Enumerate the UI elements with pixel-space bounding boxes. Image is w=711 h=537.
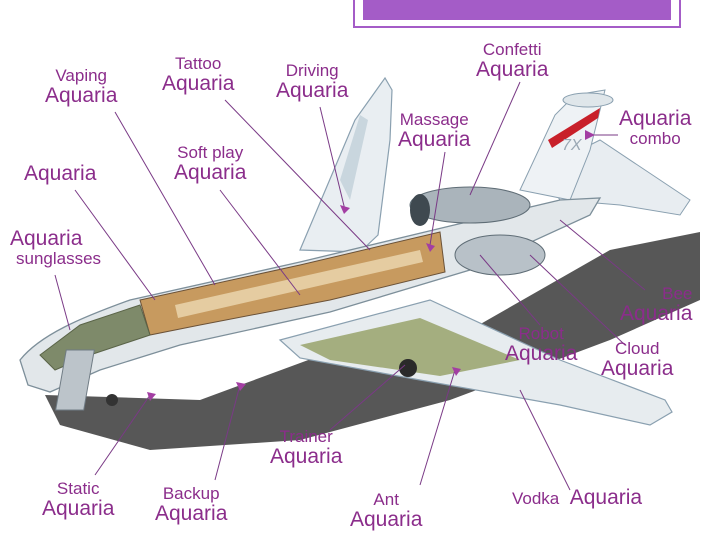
callout-ant-big: Aquaria — [350, 507, 423, 531]
callout-cloud-small: Cloud — [614, 339, 660, 358]
callout-confetti-small: Confetti — [482, 40, 542, 59]
callout-sunglasses-small: sunglasses — [16, 249, 102, 269]
lower-wing-fuel-cells — [300, 318, 520, 376]
leader-confetti — [469, 81, 521, 196]
callout-combo: Aquaria combo — [619, 107, 692, 149]
arrow-static — [147, 392, 156, 401]
leader-lines — [54, 81, 646, 491]
callout-trainer-small: Trainer — [279, 427, 333, 446]
callout-tattoo: Tattoo Aquaria — [162, 55, 234, 95]
callout-plain-big: Aquaria — [24, 162, 97, 185]
leader-cloud — [529, 254, 626, 346]
title-banner — [353, 0, 681, 28]
callout-ant-small: Ant — [373, 490, 399, 509]
leader-massage — [429, 151, 446, 246]
callout-bee-small: Bee — [662, 284, 693, 303]
leader-vodka — [519, 389, 571, 491]
callout-static: Static Aquaria — [42, 480, 114, 520]
callout-cloud-big: Aquaria — [601, 356, 674, 380]
leader-backup — [214, 384, 241, 481]
nose-gear — [106, 394, 118, 406]
arrow-backup — [236, 382, 246, 391]
leader-ant — [419, 369, 456, 486]
callout-static-big: Aquaria — [42, 496, 115, 520]
leader-trainer — [329, 364, 406, 431]
callout-vaping-small: Vaping — [55, 66, 108, 85]
callout-massage-small: Massage — [399, 110, 469, 129]
leader-driving — [319, 106, 346, 211]
callout-driving-small: Driving — [285, 61, 339, 80]
callout-confetti: Confetti Aquaria — [476, 41, 548, 81]
callout-backup: Backup Aquaria — [155, 485, 227, 525]
pointer-arrows — [147, 130, 595, 401]
callout-static-small: Static — [56, 479, 100, 498]
leader-static — [94, 394, 151, 476]
callout-trainer-big: Aquaria — [270, 444, 343, 468]
callout-confetti-big: Aquaria — [476, 57, 549, 81]
engine-intake — [410, 194, 430, 226]
airstair — [55, 349, 95, 411]
callout-vaping: Vaping Aquaria — [45, 67, 117, 107]
callout-robot-small: Robot — [518, 324, 564, 343]
upper-engine — [409, 186, 531, 224]
tail-marking: 7X — [562, 137, 583, 154]
callout-backup-big: Aquaria — [155, 501, 228, 525]
leader-tattoo — [224, 99, 371, 251]
callout-vodka-small: Vodka — [512, 489, 560, 508]
callout-driving: Driving Aquaria — [276, 62, 348, 102]
callout-bee: Bee Aquaria — [620, 285, 692, 325]
callout-vodka-big: Aquaria — [569, 486, 643, 509]
callout-ant: Ant Aquaria — [350, 491, 422, 531]
upper-wing-flap — [340, 115, 368, 200]
tail-fairing — [562, 92, 614, 108]
callout-bee-big: Aquaria — [620, 301, 693, 325]
callout-robot-big: Aquaria — [505, 341, 578, 365]
leader-sunglasses — [54, 274, 71, 331]
callout-softplay-small: Soft play — [177, 143, 244, 162]
leader-vaping — [114, 111, 216, 286]
callout-combo-small: combo — [629, 129, 681, 149]
leader-plain — [74, 189, 156, 301]
leader-softplay — [219, 189, 301, 296]
callout-tattoo-big: Aquaria — [162, 71, 235, 95]
ground-shadow — [45, 232, 700, 450]
callout-tattoo-small: Tattoo — [175, 54, 222, 73]
leader-bee — [559, 219, 646, 291]
arrow-ant — [452, 367, 461, 376]
callout-softplay: Soft play Aquaria — [174, 144, 246, 184]
callout-trainer: Trainer Aquaria — [270, 428, 342, 468]
callout-massage: Massage Aquaria — [398, 111, 470, 151]
tail-stripe — [548, 108, 600, 148]
callout-robot: Robot Aquaria — [505, 325, 577, 365]
callout-sunglasses: Aquaria sunglasses — [10, 227, 102, 269]
arrow-driving — [340, 205, 350, 214]
leader-robot — [479, 254, 541, 326]
callout-plain: Aquaria — [24, 162, 97, 185]
arrow-massage — [426, 243, 435, 252]
callout-softplay-big: Aquaria — [174, 160, 247, 184]
title-banner-fill — [363, 0, 671, 20]
callout-combo-big: Aquaria — [619, 107, 692, 130]
arrow-combo — [585, 130, 595, 140]
callout-sunglasses-big: Aquaria — [10, 227, 83, 250]
callout-vodka: Vodka Aquaria — [512, 486, 643, 509]
callout-massage-big: Aquaria — [398, 127, 471, 151]
callout-cloud: Cloud Aquaria — [601, 340, 673, 380]
lower-engine — [454, 234, 546, 276]
main-gear — [399, 359, 417, 377]
callout-vaping-big: Aquaria — [45, 83, 118, 107]
callout-backup-small: Backup — [162, 484, 220, 503]
cabin-seats — [175, 250, 423, 318]
callout-driving-big: Aquaria — [276, 78, 349, 102]
